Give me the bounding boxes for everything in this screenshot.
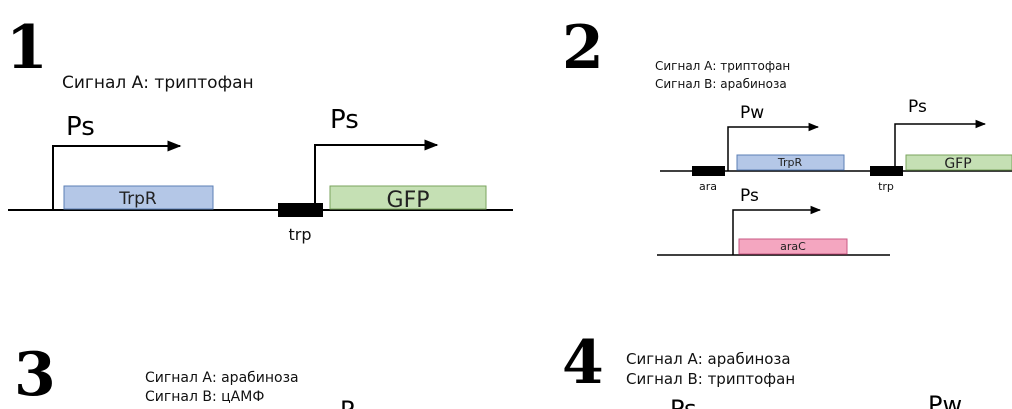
promoter-arrow [732, 205, 822, 255]
panel-number-2: 2 [562, 13, 604, 83]
operator-label: trp [288, 225, 311, 244]
promoter-label: Pw [928, 391, 962, 409]
operator-site [692, 166, 725, 176]
panel-4: 4 Сигнал А: арабиноза Сигнал В: триптофа… [562, 328, 962, 409]
promoter-label: Ps [330, 105, 359, 135]
panel-3: 3 Сигнал А: арабиноза Сигнал В: цАМФ P [14, 340, 354, 409]
panel-2: 2 Сигнал А: триптофан Сигнал В: арабиноз… [562, 13, 1012, 256]
operator-label: ara [699, 180, 717, 193]
signal-a-label: Сигнал А: триптофан [655, 59, 790, 73]
promoter-label: Ps [908, 97, 927, 117]
gene-label-gfp: GFP [387, 188, 430, 213]
panel-number-4: 4 [562, 328, 604, 398]
gene-box-gfp [329, 185, 487, 210]
gene-box-trpr [63, 185, 214, 210]
promoter-label: Pw [740, 103, 764, 123]
gene-label-trpr: TrpR [777, 156, 803, 169]
panel-number-1: 1 [6, 13, 48, 83]
operator-site [870, 166, 903, 176]
gene-box-arac [738, 238, 848, 255]
signal-a-label: Сигнал А: триптофан [62, 73, 254, 93]
promoter-label: Ps [670, 395, 697, 409]
gene-box-trpr [736, 154, 845, 171]
promoter-arrow [52, 140, 182, 210]
signal-b-label: Сигнал В: арабиноза [655, 77, 787, 91]
signal-b-label: Сигнал В: цАМФ [145, 389, 264, 405]
signal-a-label: Сигнал А: арабиноза [145, 370, 299, 386]
gene-label-trpr: TrpR [118, 189, 157, 209]
signal-a-label: Сигнал А: арабиноза [626, 350, 791, 368]
gene-label-gfp: GFP [944, 156, 971, 172]
promoter-label: Ps [66, 112, 95, 142]
promoter-arrow [894, 119, 987, 171]
promoter-label: P [340, 396, 354, 409]
panel-1: 1 Сигнал А: триптофан Ps TrpR trp Ps GFP [6, 13, 513, 244]
gene-box-gfp [905, 154, 1012, 171]
signal-b-label: Сигнал В: триптофан [626, 370, 795, 388]
promoter-arrow [727, 122, 820, 171]
promoter-label: Ps [740, 186, 759, 206]
gene-label-arac: araC [780, 240, 806, 253]
operator-label: trp [878, 180, 894, 193]
promoter-arrow [314, 139, 439, 210]
panel-number-3: 3 [14, 340, 56, 409]
operator-site [278, 203, 323, 217]
